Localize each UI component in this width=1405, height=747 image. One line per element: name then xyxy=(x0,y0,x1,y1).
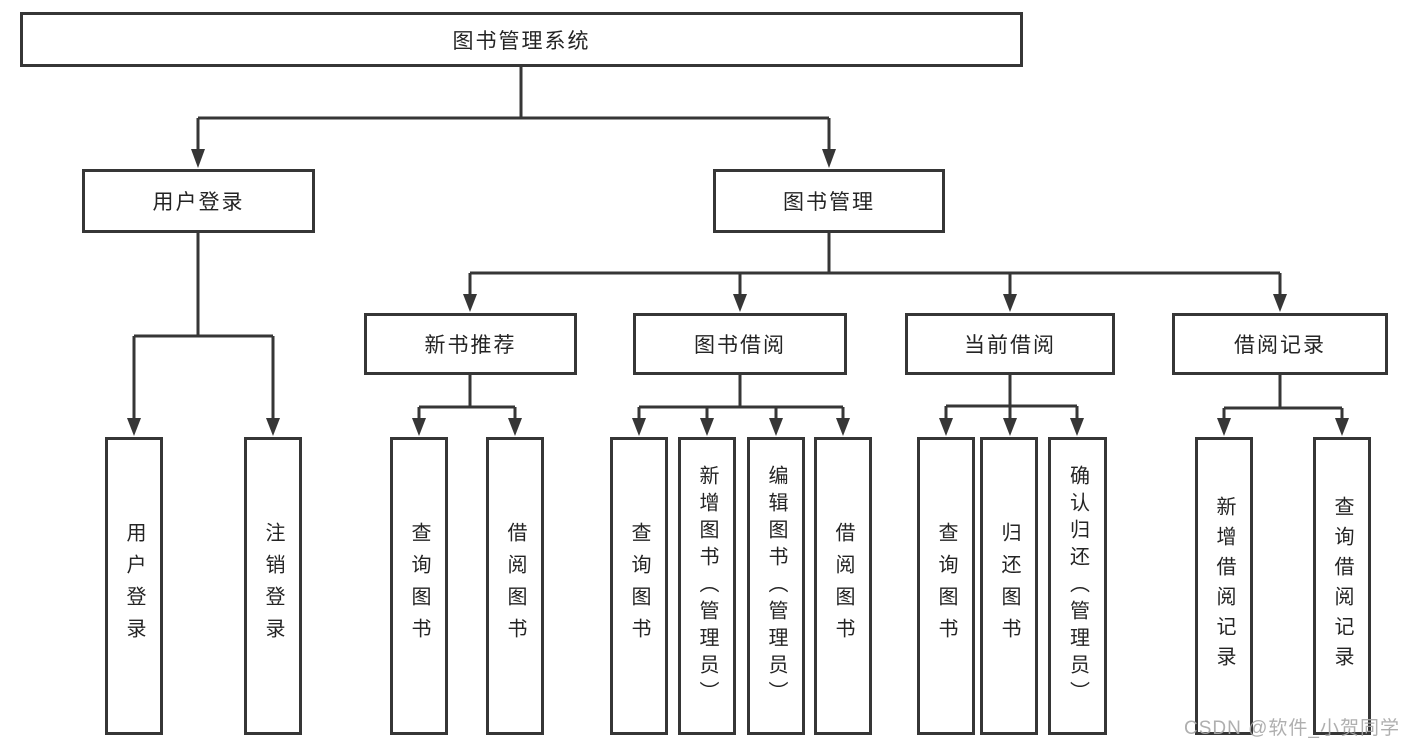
node-borrow-records-label: 借阅记录 xyxy=(1234,334,1326,357)
connector-borrow-to-leaves xyxy=(632,375,850,436)
leaf-query-book-1-label: 查询图书 xyxy=(408,522,430,650)
connector-current-to-leaves xyxy=(939,375,1084,436)
connector-root-to-level2 xyxy=(191,67,836,168)
leaf-add-book-admin-label: 新增图书（管理员） xyxy=(696,464,718,708)
leaf-return-book: 归还图书 xyxy=(980,437,1038,735)
connector-newbooks-to-leaves xyxy=(412,375,522,436)
node-current-borrow: 当前借阅 xyxy=(905,313,1115,375)
leaf-query-borrow-record: 查询借阅记录 xyxy=(1313,437,1371,735)
node-borrow-records: 借阅记录 xyxy=(1172,313,1388,375)
leaf-borrow-book-1: 借阅图书 xyxy=(486,437,544,735)
leaf-add-borrow-record-label: 新增借阅记录 xyxy=(1213,496,1235,676)
node-book-management-label: 图书管理 xyxy=(783,191,875,214)
node-new-book-recommend-label: 新书推荐 xyxy=(424,334,517,357)
leaf-user-login-label: 用户登录 xyxy=(123,522,145,650)
leaf-add-borrow-record: 新增借阅记录 xyxy=(1195,437,1253,735)
leaf-edit-book-admin-label: 编辑图书（管理员） xyxy=(765,464,787,708)
leaf-logout-label: 注销登录 xyxy=(262,522,284,650)
leaf-query-book-2: 查询图书 xyxy=(610,437,668,735)
leaf-logout: 注销登录 xyxy=(244,437,302,735)
node-current-borrow-label: 当前借阅 xyxy=(964,334,1056,357)
leaf-edit-book-admin: 编辑图书（管理员） xyxy=(747,437,805,735)
node-user-login-label: 用户登录 xyxy=(152,191,245,214)
node-root-label: 图书管理系统 xyxy=(452,29,591,53)
node-book-management: 图书管理 xyxy=(713,169,945,233)
leaf-query-book-3-label: 查询图书 xyxy=(935,522,957,650)
leaf-query-book-3: 查询图书 xyxy=(917,437,975,735)
node-book-borrow-label: 图书借阅 xyxy=(694,334,786,357)
node-root: 图书管理系统 xyxy=(20,12,1023,67)
leaf-confirm-return-admin-label: 确认归还（管理员） xyxy=(1066,464,1089,708)
leaf-query-book-2-label: 查询图书 xyxy=(628,522,650,650)
leaf-user-login: 用户登录 xyxy=(105,437,163,735)
leaf-borrow-book-2-label: 借阅图书 xyxy=(832,522,854,650)
node-book-borrow: 图书借阅 xyxy=(633,313,847,375)
leaf-borrow-book-2: 借阅图书 xyxy=(814,437,872,735)
connector-records-to-leaves xyxy=(1217,375,1349,436)
csdn-watermark: CSDN @软件_小贺同学 xyxy=(1184,718,1400,739)
leaf-borrow-book-1-label: 借阅图书 xyxy=(504,522,526,650)
leaf-query-borrow-record-label: 查询借阅记录 xyxy=(1331,496,1353,676)
node-new-book-recommend: 新书推荐 xyxy=(364,313,577,375)
connector-bookmgmt-to-level3 xyxy=(463,233,1287,312)
leaf-return-book-label: 归还图书 xyxy=(998,522,1020,650)
leaf-confirm-return-admin: 确认归还（管理员） xyxy=(1048,437,1107,735)
leaf-add-book-admin: 新增图书（管理员） xyxy=(678,437,736,735)
node-user-login: 用户登录 xyxy=(82,169,315,233)
connector-userlogin-to-leaves xyxy=(127,233,280,436)
leaf-query-book-1: 查询图书 xyxy=(390,437,448,735)
